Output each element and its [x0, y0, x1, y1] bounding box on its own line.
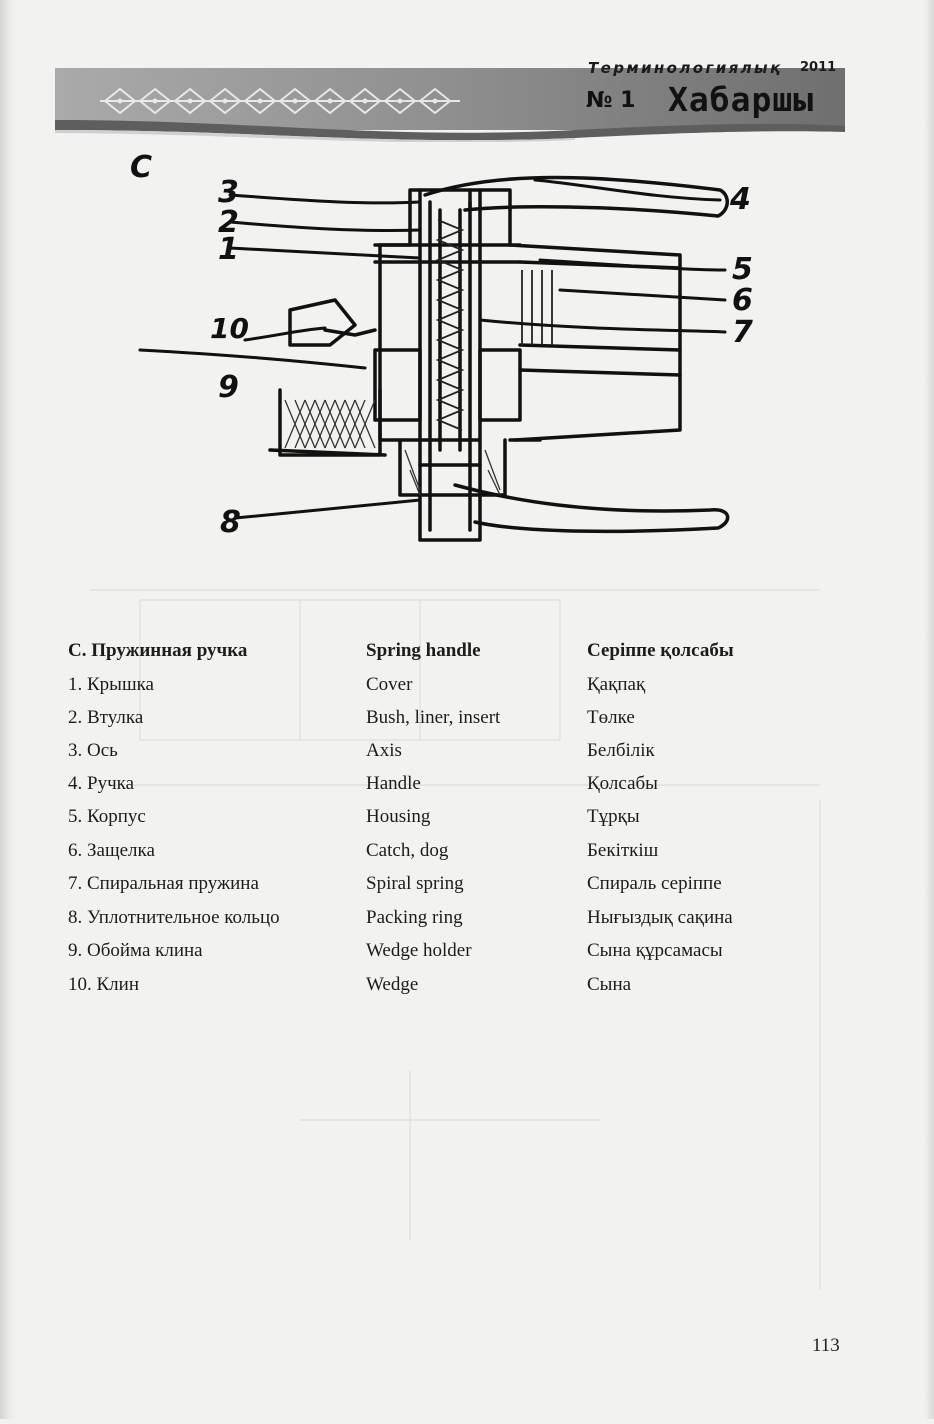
callout-label-7: 7 — [732, 315, 753, 350]
journal-name: Терминологиялық — [588, 59, 783, 77]
table-row: 8. Уплотнительное кольцо Packing ring Ны… — [68, 907, 858, 940]
term-ru: 5. Корпус — [68, 806, 146, 827]
table-row: 10. Клин Wedge Сына — [68, 974, 858, 1007]
term-kk: Белбілік — [587, 740, 655, 761]
term-kk: Қақпақ — [587, 674, 646, 695]
term-ru: 9. Обойма клина — [68, 940, 203, 961]
table-row: 9. Обойма клина Wedge holder Сына құрсам… — [68, 940, 858, 973]
page-left-edge — [0, 0, 18, 1419]
term-ru: 2. Втулка — [68, 707, 144, 728]
term-en: Wedge — [366, 974, 419, 995]
term-en: Wedge holder — [366, 940, 472, 961]
callout-label-6: 6 — [732, 283, 753, 318]
callout-label-9: 9 — [218, 370, 239, 405]
callout-label-1: 1 — [218, 232, 239, 267]
issue-number: № 1 — [586, 88, 636, 113]
term-en: Cover — [366, 674, 413, 695]
callout-label-5: 5 — [732, 252, 753, 287]
page-right-edge — [924, 0, 934, 1419]
term-en: Housing — [366, 806, 431, 827]
column-header-ru: С. Пружинная ручка — [68, 640, 248, 661]
callout-label-2: 2 — [218, 205, 239, 240]
term-ru: 10. Клин — [68, 974, 139, 995]
term-kk: Спираль серіппе — [587, 873, 722, 894]
ornament-pattern-icon — [100, 87, 460, 115]
term-kk: Қолсабы — [587, 773, 658, 794]
table-row: 4. Ручка Handle Қолсабы — [68, 773, 858, 806]
term-ru: 8. Уплотнительное кольцо — [68, 907, 280, 928]
callout-label-8: 8 — [220, 505, 241, 540]
header-band-texture — [55, 68, 845, 130]
journal-year: 2011 — [800, 60, 837, 75]
column-header-en: Spring handle — [366, 640, 481, 661]
term-kk: Бекіткіш — [587, 840, 659, 861]
term-en: Catch, dog — [366, 840, 449, 861]
callout-label-4: 4 — [730, 182, 751, 217]
callout-label-3: 3 — [218, 175, 239, 210]
term-kk: Сына құрсамасы — [587, 940, 723, 961]
page-number: 113 — [812, 1335, 840, 1356]
callout-label-10: 10 — [210, 312, 249, 345]
term-ru: 3. Ось — [68, 740, 118, 761]
figure-corner-label: C — [130, 150, 153, 185]
term-en: Axis — [366, 740, 402, 761]
header-band — [55, 68, 845, 130]
table-row: 2. Втулка Bush, liner, insert Төлке — [68, 707, 858, 740]
term-en: Handle — [366, 773, 421, 794]
header-swoosh — [55, 120, 845, 142]
table-row: 6. Защелка Catch, dog Бекіткіш — [68, 840, 858, 873]
spring-handle-drawing — [138, 175, 730, 542]
term-en: Bush, liner, insert — [366, 707, 501, 728]
table-row: 7. Спиральная пружина Spiral spring Спир… — [68, 873, 858, 906]
spring-handle-diagram: C 3 2 1 4 5 6 7 10 9 8 — [120, 150, 780, 560]
table-header-row: С. Пружинная ручка Spring handle Серіппе… — [68, 640, 858, 673]
column-header-kk: Серіппе қолсабы — [587, 640, 734, 661]
term-ru: 1. Крышка — [68, 674, 154, 695]
term-kk: Сына — [587, 974, 632, 995]
table-row: 5. Корпус Housing Тұрқы — [68, 806, 858, 839]
issue-title: Хабаршы — [668, 80, 815, 119]
term-ru: 6. Защелка — [68, 840, 155, 861]
term-ru: 4. Ручка — [68, 773, 134, 794]
table-row: 1. Крышка Cover Қақпақ — [68, 674, 858, 707]
term-kk: Нығыздық сақина — [587, 907, 733, 928]
term-ru: 7. Спиральная пружина — [68, 873, 259, 894]
table-row: 3. Ось Axis Белбілік — [68, 740, 858, 773]
term-en: Packing ring — [366, 907, 463, 928]
term-en: Spiral spring — [366, 873, 464, 894]
term-kk: Тұрқы — [587, 806, 640, 827]
term-kk: Төлке — [587, 707, 635, 728]
